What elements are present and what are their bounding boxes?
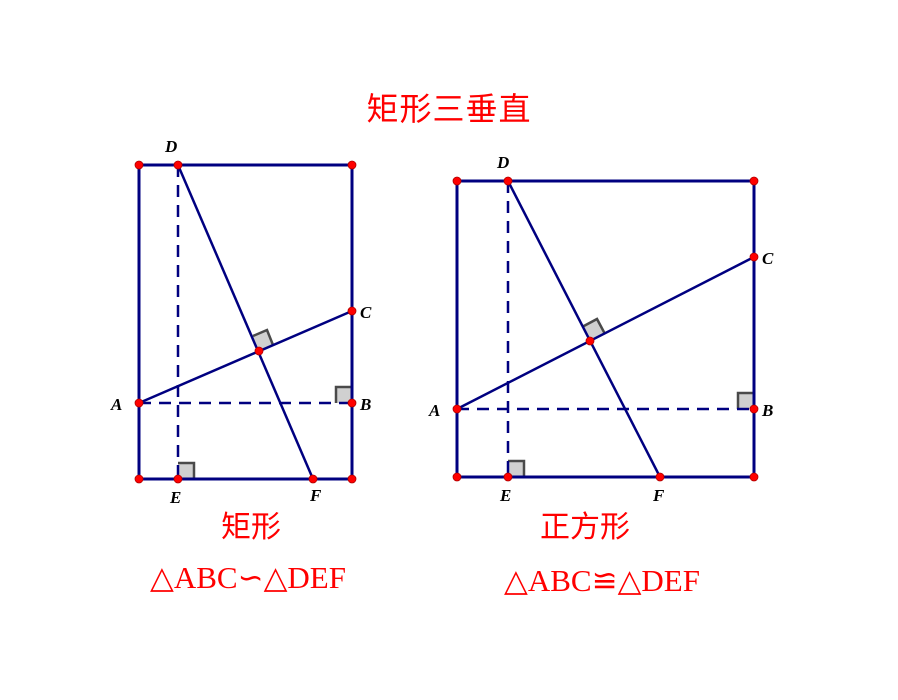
segment-df bbox=[176, 164, 315, 480]
point-top-right bbox=[347, 160, 357, 170]
point-b bbox=[347, 398, 357, 408]
label-d: D bbox=[164, 137, 177, 156]
point-d bbox=[503, 176, 513, 186]
caption-rectangle: 矩形 bbox=[221, 510, 281, 545]
point-c bbox=[749, 252, 759, 262]
right-angle-marker-b bbox=[738, 393, 754, 409]
point-top-left bbox=[452, 176, 462, 186]
caption-square: 正方形 bbox=[540, 510, 630, 545]
point-d bbox=[173, 160, 183, 170]
point-top-left bbox=[134, 160, 144, 170]
point-f bbox=[655, 472, 665, 482]
label-e: E bbox=[169, 488, 181, 507]
label-a: A bbox=[428, 401, 440, 420]
point-intersection bbox=[585, 336, 595, 346]
page-title: 矩形三垂直 bbox=[366, 90, 532, 128]
label-b: B bbox=[761, 401, 773, 420]
right-angle-marker-b bbox=[336, 387, 352, 403]
label-e: E bbox=[499, 486, 511, 505]
point-a bbox=[452, 404, 462, 414]
label-f: F bbox=[652, 486, 665, 505]
point-bottom-right bbox=[749, 472, 759, 482]
label-d: D bbox=[496, 153, 509, 172]
point-bottom-left bbox=[134, 474, 144, 484]
relation-similar: △ABC∽△DEF bbox=[150, 560, 346, 595]
square-outline bbox=[455, 179, 756, 479]
point-b bbox=[749, 404, 759, 414]
point-c bbox=[347, 306, 357, 316]
point-f bbox=[308, 474, 318, 484]
figure-rectangle: D C A B E F bbox=[110, 137, 372, 507]
rectangle-outline bbox=[137, 163, 354, 481]
point-intersection bbox=[254, 346, 264, 356]
point-e bbox=[173, 474, 183, 484]
label-c: C bbox=[762, 249, 774, 268]
right-angle-marker-e bbox=[508, 461, 524, 477]
point-bottom-left bbox=[452, 472, 462, 482]
label-c: C bbox=[360, 303, 372, 322]
segment-df bbox=[506, 180, 662, 478]
right-angle-marker-e bbox=[178, 463, 194, 479]
segment-ac bbox=[456, 255, 755, 411]
point-a bbox=[134, 398, 144, 408]
label-b: B bbox=[359, 395, 371, 414]
point-bottom-right bbox=[347, 474, 357, 484]
label-a: A bbox=[110, 395, 122, 414]
point-top-right bbox=[749, 176, 759, 186]
point-e bbox=[503, 472, 513, 482]
relation-congruent: △ABC≌△DEF bbox=[504, 563, 700, 598]
segment-ac bbox=[138, 309, 353, 405]
figure-square: D C A B E F bbox=[428, 153, 774, 505]
label-f: F bbox=[309, 486, 322, 505]
